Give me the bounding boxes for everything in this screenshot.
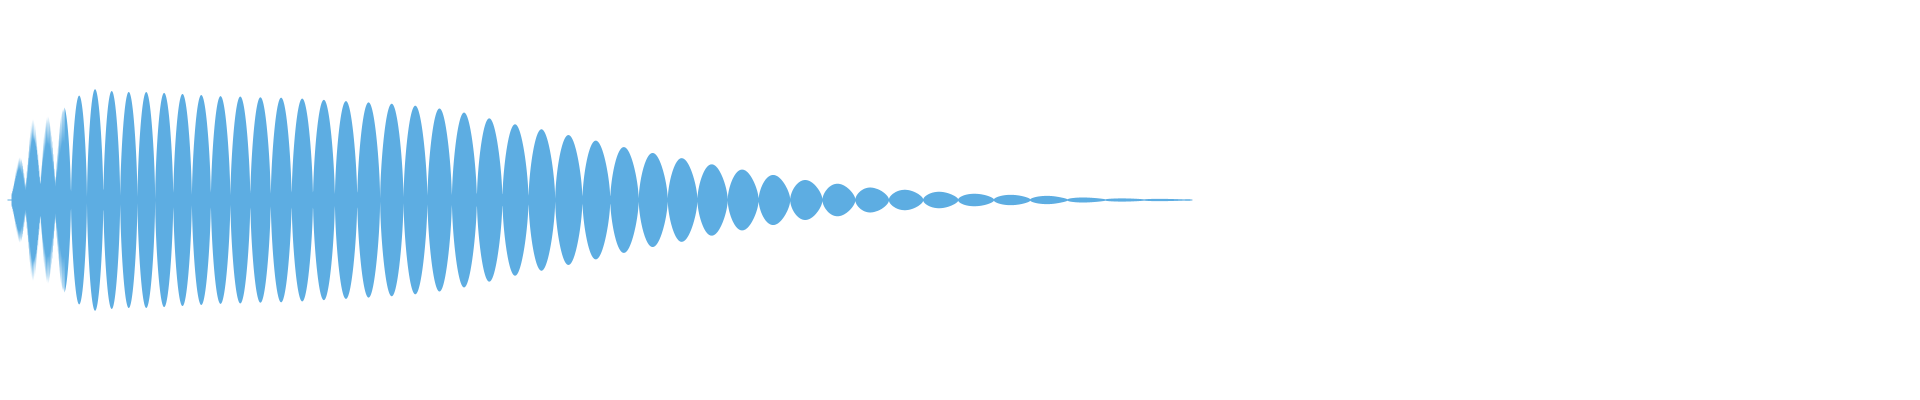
waveform-display bbox=[7, 89, 1193, 311]
waveform-panel bbox=[7, 89, 1193, 311]
